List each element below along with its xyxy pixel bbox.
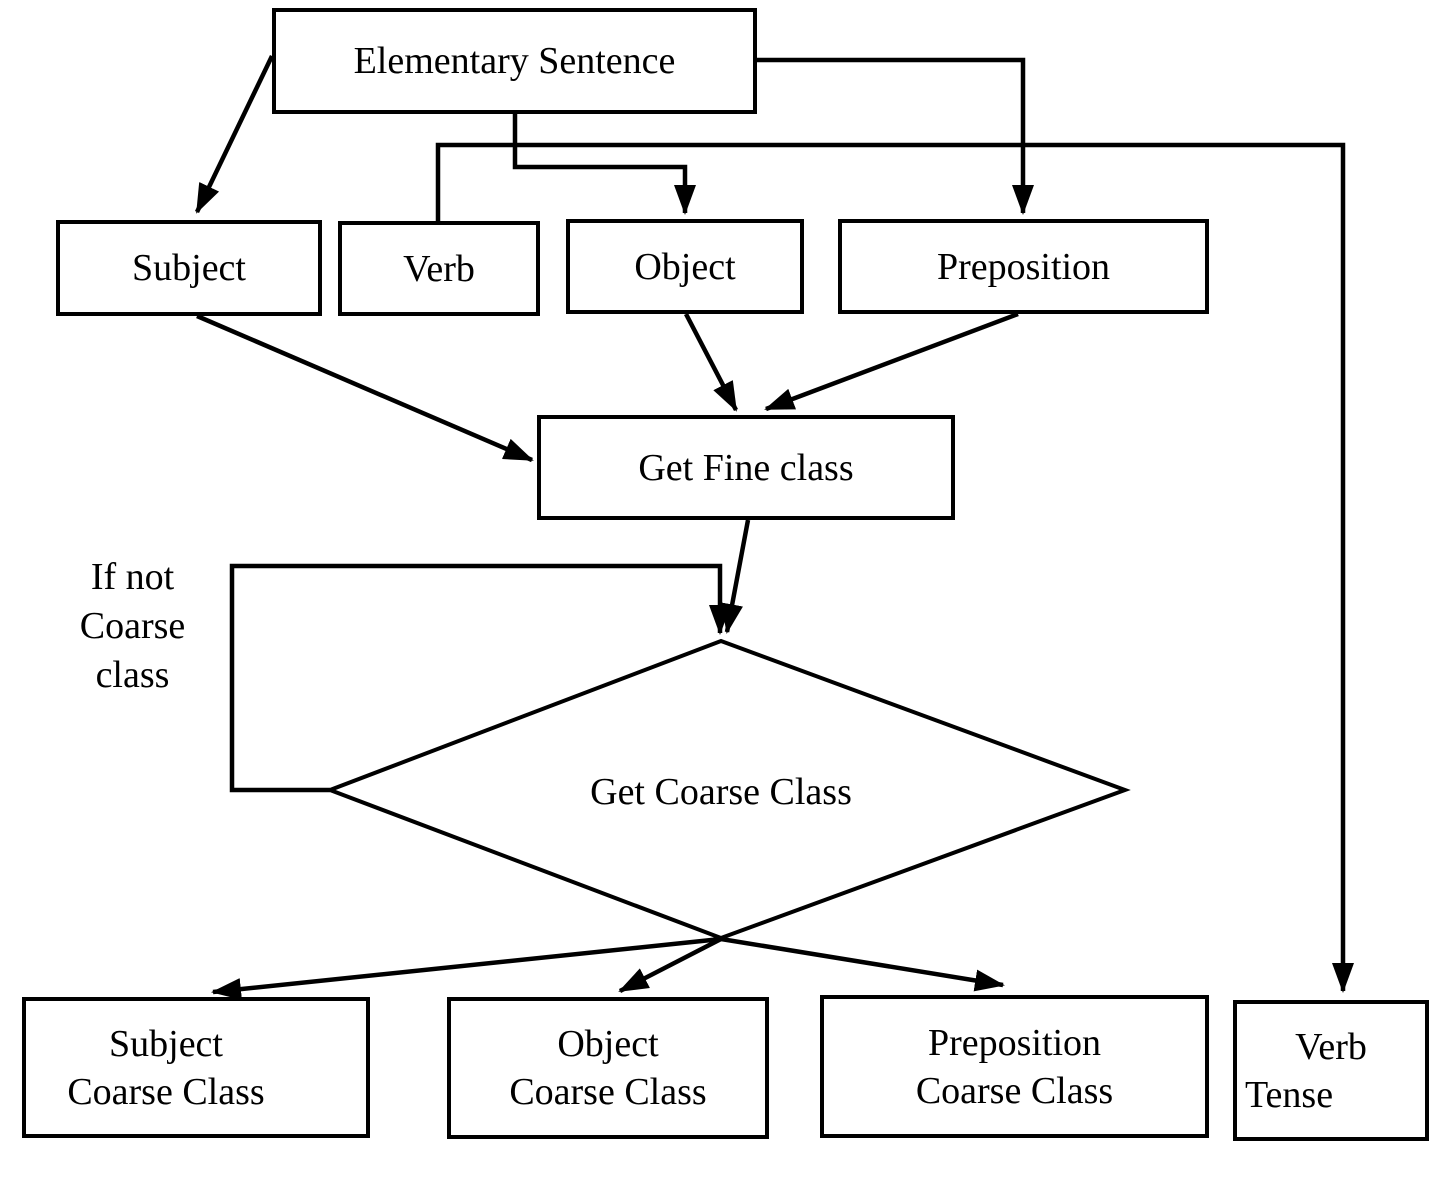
node-label: Verb [403,247,475,290]
node-object: Object [566,219,804,314]
edge-feedback-loop [229,563,731,793]
node-label-line2: Tense [1245,1073,1334,1116]
node-preposition-coarse-class: Preposition Coarse Class [820,995,1209,1138]
node-label: Preposition [936,245,1111,288]
node-get-coarse-class-label: Get Coarse Class [590,771,852,813]
edge-elementary-to-subject [194,55,275,214]
node-label-line2: Coarse Class [509,1071,707,1113]
node-label-line2: Coarse Class [915,1069,1114,1112]
edge-elementary-to-preposition [757,57,1034,215]
loop-label-line3: class [95,654,170,696]
node-label-line1: Subject [109,1022,223,1065]
node-label-line1: Verb [1295,1025,1367,1068]
node-verb: Verb [338,221,540,316]
edge-coarse-to-object-cc [618,936,723,994]
edge-trunk-verb-and-verb-tense [435,142,1354,993]
node-label: Get Fine class [638,446,854,489]
node-label-line1: Preposition [927,1021,1102,1064]
edge-subject-to-get-fine-class [196,313,534,463]
node-verb-tense: Verb Tense [1233,1000,1429,1141]
node-label: Object [634,245,736,288]
node-object-coarse-class: Object Coarse Class [447,997,769,1139]
edge-object-to-get-fine-class [684,312,738,412]
node-subject: Subject [56,220,322,316]
node-subject-coarse-class: Subject Coarse Class [22,997,370,1138]
node-elementary-sentence: Elementary Sentence [272,8,757,114]
loop-label-line2: Coarse [79,605,186,647]
node-label: Subject [132,247,246,289]
node-preposition: Preposition [838,219,1209,314]
edge-elementary-to-object [512,114,696,215]
node-get-fine-class: Get Fine class [537,415,955,520]
edge-get-fine-to-get-coarse [721,519,751,634]
edge-coarse-to-preposition-cc [720,936,1005,992]
node-label-line1: Object [557,1023,659,1065]
node-label-line2: Coarse Class [67,1070,265,1113]
edge-preposition-to-get-fine-class [764,311,1019,412]
loop-label-line1: If not [90,556,175,598]
loop-condition-label: If not Coarse class [35,553,230,700]
node-label: Elementary Sentence [353,40,676,82]
edge-coarse-to-subject-cc [211,936,722,1001]
get-coarse-class-diamond [324,638,1131,941]
